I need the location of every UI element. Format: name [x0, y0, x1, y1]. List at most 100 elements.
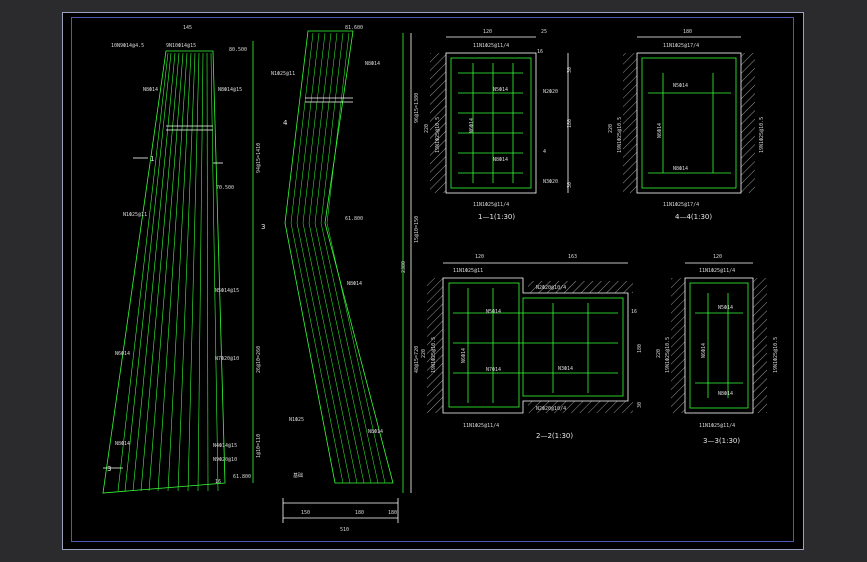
s22-n2b: N2Ф20@10/4	[536, 406, 566, 412]
ea-n9: N9Ф20@10	[213, 457, 237, 463]
s22-stirrup-left	[448, 282, 520, 408]
s22-dim-2: 30	[637, 402, 643, 408]
s44-left-rebar: 19N1Ф25@10.5	[617, 117, 623, 153]
section-1-1: 120 25 220 11N1Ф25@11/4 11N1Ф25@11/4 19N…	[424, 29, 573, 221]
s11-side: 25	[541, 29, 547, 35]
s33-height: 220	[656, 349, 662, 358]
eb-dim-total-bottom: 510	[340, 527, 349, 533]
ea-level-top: 80.500	[229, 47, 247, 53]
eb-dim-right-1: 96@15=1380	[414, 93, 420, 123]
s11-n6: N6Ф14	[469, 118, 475, 133]
s11-dim-2: 180	[567, 119, 573, 128]
eb-total-height: 2380	[401, 261, 407, 273]
elevation-b-rebar-lines	[290, 32, 386, 484]
s44-bottom-rebar: 11N1Ф25@17/4	[663, 202, 699, 208]
s22-bottom-rebar: 11N1Ф25@11/4	[463, 423, 499, 429]
ea-n1: N1Ф25@11	[123, 212, 147, 218]
s11-left-rebar: 19N1Ф25@10.5	[435, 117, 441, 153]
ea-n6: N6Ф14	[115, 351, 130, 357]
ea-rebar-top2: 9N10Ф14@15	[166, 43, 196, 49]
s11-top-rebar: 11N1Ф25@11/4	[473, 43, 509, 49]
s11-hatch-left	[430, 53, 446, 193]
s22-dim-0: 16	[631, 309, 637, 315]
ea-n7: N7Ф20@10	[215, 356, 239, 362]
s33-top-rebar: 11N1Ф25@11/4	[699, 268, 735, 274]
s44-stirrup	[641, 57, 737, 189]
s22-stirrup-right	[522, 297, 624, 397]
eb-level-mid: 61.800	[345, 216, 363, 222]
s44-n6: N6Ф14	[657, 123, 663, 138]
eb-dim-right-3: 48@15=720	[414, 346, 420, 373]
s22-n5: N5Ф14	[486, 309, 501, 315]
s11-dim-1: 30	[567, 67, 573, 73]
ea-dim-right-1: 94@15=1410	[256, 143, 262, 173]
s33-width: 120	[713, 254, 722, 260]
section-2-2: 120 163 220 11N1Ф25@11 11N1Ф25@11/4 19N1…	[421, 254, 643, 440]
eb-n1-low: N1Ф25	[289, 417, 304, 423]
drawing-frame	[71, 17, 794, 542]
ea-section-1: 1	[150, 155, 154, 163]
ea-dim-right-2: 26@10=260	[256, 346, 262, 373]
ea-dim-right-3: 1@10=110	[256, 434, 262, 458]
eb-n1: N1Ф25@11	[271, 71, 295, 77]
elevation-a-body	[102, 50, 226, 494]
s11-dim-0: 16	[537, 49, 543, 55]
s33-outline	[684, 277, 754, 414]
s33-stirrup	[689, 282, 749, 409]
s33-bottom-rebar: 11N1Ф25@11/4	[699, 423, 735, 429]
s22-width-right: 163	[568, 254, 577, 260]
ea-level-bottom: 61.800	[233, 474, 251, 480]
s33-hatch-right	[753, 278, 767, 413]
s33-n6: N6Ф14	[701, 343, 707, 358]
ea-n5: N5Ф14@15	[215, 288, 239, 294]
s44-right-rebar: 19N1Ф25@10.5	[759, 117, 765, 153]
eb-section-4: 4	[283, 119, 288, 127]
s22-width-left: 120	[475, 254, 484, 260]
s22-left-rebar: 19N1Ф25@10.5	[431, 337, 437, 373]
s11-n2: N2Ф20	[543, 89, 558, 95]
s33-n8: N8Ф14	[718, 391, 733, 397]
eb-n8-low: N8Ф14	[368, 429, 383, 435]
s22-hatch-top	[528, 281, 633, 293]
eb-n8-mid: N8Ф14	[347, 281, 362, 287]
s22-n6: N6Ф14	[461, 348, 467, 363]
eb-dim-right-bottom: 180	[388, 510, 397, 516]
s11-n8: N8Ф14	[493, 157, 508, 163]
s33-hatch-left	[671, 278, 685, 413]
s22-n3: N3Ф14	[558, 366, 573, 372]
ea-section-3: 3	[107, 465, 111, 473]
s44-title: 4—4(1:30)	[675, 213, 712, 221]
ea-n8-low: N8Ф14	[115, 441, 130, 447]
s11-height: 220	[424, 124, 430, 133]
s11-n5: N5Ф14	[493, 87, 508, 93]
eb-n8: N8Ф14	[365, 61, 380, 67]
elevation-b-body	[284, 30, 394, 484]
ea-level-mid: 70.500	[216, 185, 234, 191]
s11-bottom-rebar: 11N1Ф25@11/4	[473, 202, 509, 208]
s33-n5: N5Ф14	[718, 305, 733, 311]
elevation-a: 145 10N9Ф14@4.5 9N10Ф14@15 80.500 N8Ф14@…	[102, 25, 262, 494]
ea-n4: N4Ф14@15	[213, 443, 237, 449]
eb-dim-left-bottom: 150	[301, 510, 310, 516]
s33-title: 3—3(1:30)	[703, 437, 740, 445]
s44-height: 220	[608, 124, 614, 133]
s22-hatch-bottom	[528, 401, 633, 413]
section-4-4: 180 220 11N1Ф25@17/4 11N1Ф25@17/4 19N1Ф2…	[608, 29, 765, 221]
s11-sep: 4	[543, 149, 546, 155]
s33-left-rebar: 19N1Ф25@10.5	[665, 337, 671, 373]
s11-stirrup	[450, 57, 532, 189]
s11-n3: N3Ф20	[543, 179, 558, 185]
s22-dim-1: 180	[637, 344, 643, 353]
ea-n8-left: N8Ф14	[143, 87, 158, 93]
s44-hatch-left	[623, 53, 637, 193]
drawing-canvas: 145 10N9Ф14@4.5 9N10Ф14@15 80.500 N8Ф14@…	[102, 25, 779, 533]
ea-dim-bottom: 16	[215, 479, 221, 485]
eb-dim-mid-bottom: 180	[355, 510, 364, 516]
s22-top-rebar: 11N1Ф25@11	[453, 268, 483, 274]
elevation-a-rebar-lines	[117, 52, 219, 492]
s11-title: 1—1(1:30)	[478, 213, 515, 221]
s44-n8: N8Ф14	[673, 166, 688, 172]
s44-width: 180	[683, 29, 692, 35]
drawing-sheet: 145 10N9Ф14@4.5 9N10Ф14@15 80.500 N8Ф14@…	[62, 12, 804, 550]
